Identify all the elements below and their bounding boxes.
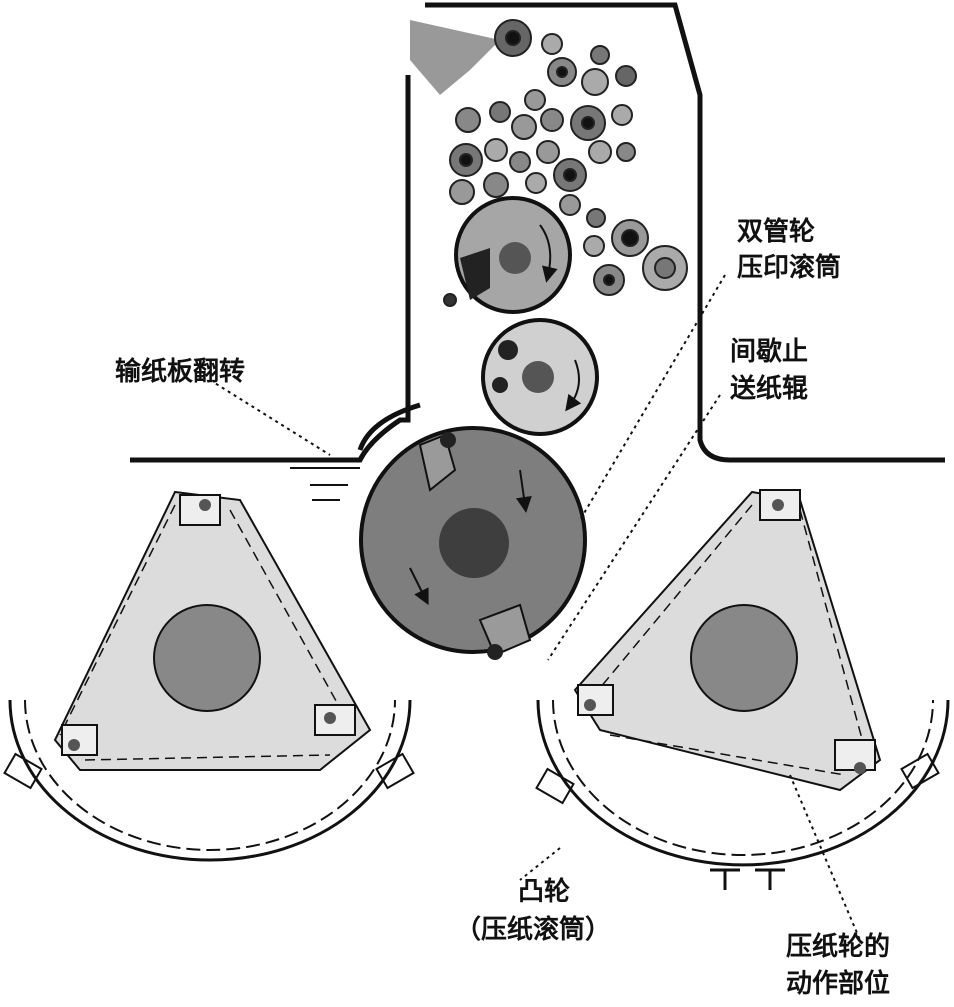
gear-train [410,19,688,307]
transfer-cylinder [481,318,599,436]
label-line: 压印滚筒 [737,252,841,283]
label-line: 凸轮 [518,877,570,907]
label-feed-board-flip: 输纸板翻转 [115,356,245,387]
label-line: 间歇止 [730,337,808,367]
left-feeder-unit [3,490,415,862]
feed-drum [357,402,587,660]
label-cam: 凸轮 （压纸滚筒） [455,877,611,945]
label-line: 输纸板翻转 [115,356,245,387]
label-intermittent-feed-roller: 间歇止 送纸辊 [730,337,808,404]
feed-board [290,467,360,501]
label-line: 双管轮 [737,217,815,247]
label-line: 动作部位 [786,968,890,999]
leader-lines [209,274,861,941]
label-line: 压纸轮的 [786,931,890,962]
label-line: （压纸滚筒） [455,914,611,945]
impression-cylinder [454,196,572,314]
machine-frame [130,2,945,463]
label-line: 送纸辊 [730,373,808,404]
right-feeder-unit [535,489,950,890]
label-pressure-wheel-action: 压纸轮的 动作部位 [786,931,890,999]
label-double-impression-cylinder: 双管轮 压印滚筒 [737,217,841,283]
